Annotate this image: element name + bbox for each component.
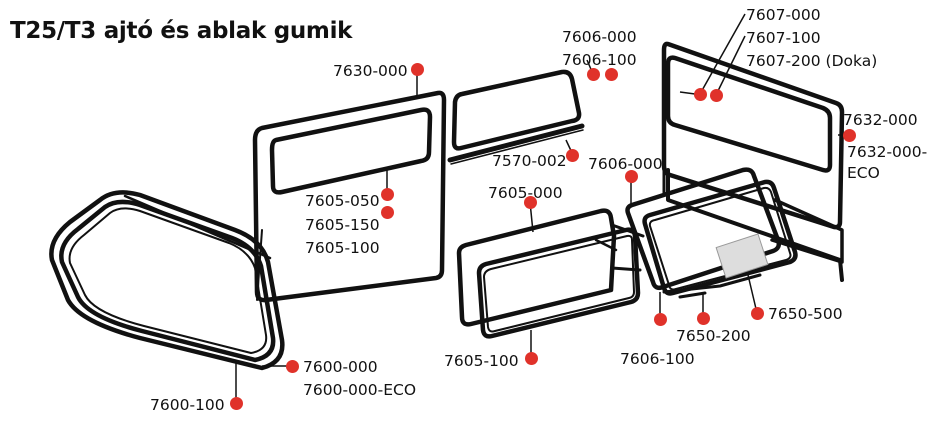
part-label: 7607-000 xyxy=(746,6,821,24)
part-label: 7600-000 xyxy=(303,358,378,376)
callout-dot xyxy=(751,307,764,320)
part-label: 7605-150 xyxy=(305,216,380,234)
callout-dot xyxy=(587,68,600,81)
callout-dot xyxy=(525,352,538,365)
callout-dot xyxy=(694,88,707,101)
part-label: 7600-000-ECO xyxy=(303,381,417,399)
callout-dot xyxy=(843,129,856,142)
callout-dot xyxy=(524,196,537,209)
vent-window-drawing xyxy=(447,69,585,165)
part-label: 7632-000- xyxy=(847,143,928,161)
part-label: 7606-000 xyxy=(588,155,663,173)
sliding-window-drawing xyxy=(456,208,645,339)
part-label: 7605-000 xyxy=(488,184,563,202)
callout-dot xyxy=(697,312,710,325)
diagram-title: T25/T3 ajtó és ablak gumik xyxy=(10,18,353,44)
callout-dot xyxy=(625,170,638,183)
part-label: 7605-100 xyxy=(444,352,519,370)
part-label: 7630-000 xyxy=(333,62,408,80)
part-label: 7650-500 xyxy=(768,305,843,323)
part-label: 7607-200 (Doka) xyxy=(746,52,878,70)
part-label: ECO xyxy=(847,164,880,182)
side-window-drawing xyxy=(625,167,798,299)
callout-dot xyxy=(381,206,394,219)
part-label: 7570-002 xyxy=(492,152,567,170)
rear-panel-drawing xyxy=(661,41,845,282)
part-label: 7650-200 xyxy=(676,327,751,345)
part-label: 7605-100 xyxy=(305,239,380,257)
callout-dot xyxy=(654,313,667,326)
part-label: 7606-100 xyxy=(620,350,695,368)
callout-dot xyxy=(710,89,723,102)
part-label: 7600-100 xyxy=(150,396,225,414)
callout-dot xyxy=(605,68,618,81)
part-label: 7605-050 xyxy=(305,192,380,210)
callout-dot xyxy=(230,397,243,410)
windshield-drawing xyxy=(49,190,285,371)
part-label: 7606-100 xyxy=(562,51,637,69)
callout-dot xyxy=(411,63,424,76)
callout-dot xyxy=(381,188,394,201)
callout-dot xyxy=(286,360,299,373)
part-label: 7607-100 xyxy=(746,29,821,47)
callout-dot xyxy=(566,149,579,162)
part-label: 7632-000 xyxy=(843,111,918,129)
part-label: 7606-000 xyxy=(562,28,637,46)
